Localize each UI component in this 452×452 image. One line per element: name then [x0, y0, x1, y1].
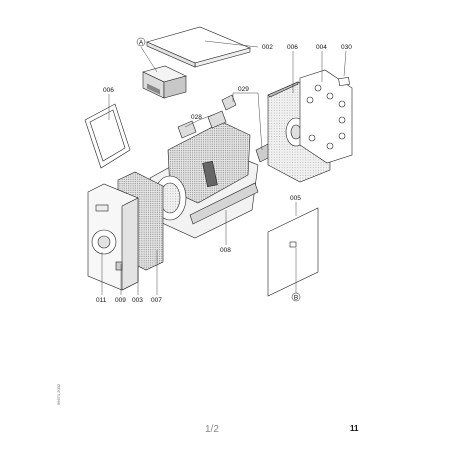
- callout-b: B: [291, 292, 301, 301]
- rear-gasket-frame: [299, 69, 353, 164]
- label-002: 002: [262, 44, 273, 51]
- label-003: 003: [132, 297, 143, 304]
- top-cover-panel: [146, 26, 251, 68]
- leader-lines: [101, 40, 347, 295]
- svg-text:B: B: [294, 294, 298, 301]
- label-008: 008: [220, 247, 231, 254]
- page-fraction: 1/2: [205, 424, 219, 435]
- control-box: [142, 65, 187, 99]
- heat-exchanger-body: [149, 110, 259, 239]
- page-number: 11: [350, 424, 359, 433]
- label-plate: [338, 76, 350, 86]
- label-030: 030: [341, 44, 352, 51]
- svg-text:A: A: [139, 39, 144, 46]
- front-panel: [87, 183, 139, 291]
- rear-cover-panel: [267, 207, 319, 297]
- label-007: 007: [151, 297, 162, 304]
- label-011: 011: [96, 297, 107, 304]
- callout-a: A: [136, 37, 146, 46]
- document-reference: 96671 2002: [56, 383, 61, 405]
- label-009: 009: [115, 297, 126, 304]
- label-005: 005: [290, 195, 301, 202]
- label-028: 028: [191, 114, 202, 121]
- label-004: 004: [316, 44, 327, 51]
- label-006-left: 006: [103, 87, 114, 94]
- label-006-top: 006: [287, 44, 298, 51]
- side-gasket-frame-left: [84, 103, 131, 169]
- label-029: 029: [238, 86, 249, 93]
